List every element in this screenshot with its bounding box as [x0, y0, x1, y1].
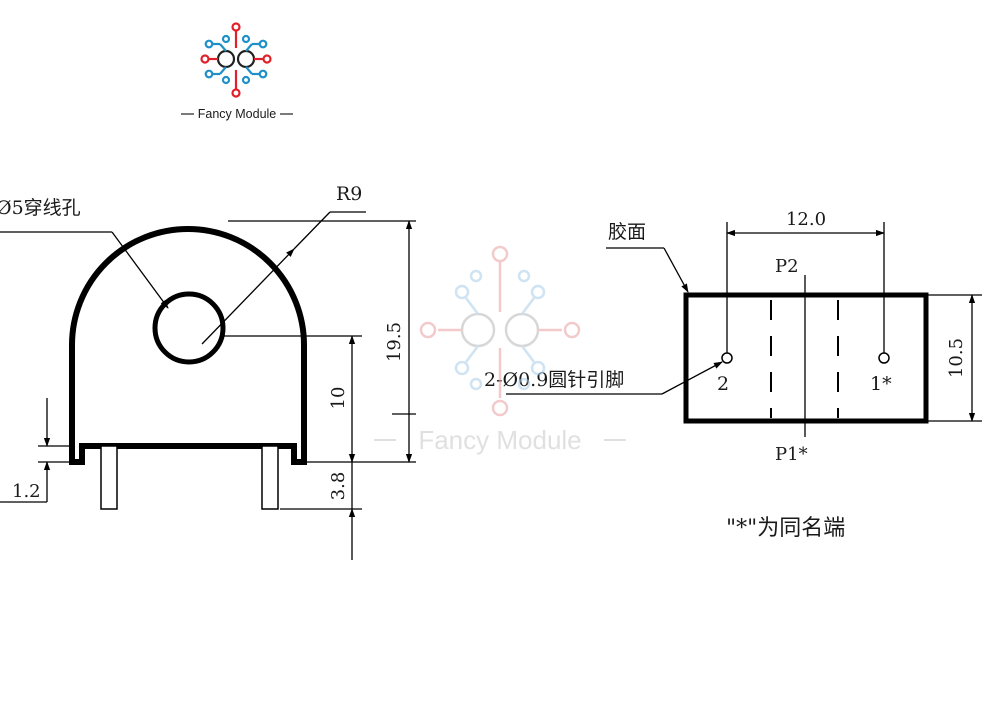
pins-leader	[661, 361, 723, 395]
radius-label: R9	[336, 183, 362, 205]
watermark-text: Fancy Module	[418, 425, 581, 455]
face-label: 胶面	[608, 221, 646, 243]
brand-logo-text: Fancy Module	[198, 107, 277, 121]
dim-10-5: 10.5	[946, 338, 967, 378]
dim-10: 10	[328, 387, 349, 410]
pins-label: 2-Ø0.9圆针引脚	[484, 369, 624, 391]
brand-logo: Fancy Module	[181, 22, 293, 121]
dim-19-5: 19.5	[384, 322, 405, 362]
top-body-outline	[683, 292, 929, 424]
side-pin-left	[100, 445, 118, 510]
side-body-outline	[69, 226, 307, 465]
circuit-logo-icon	[200, 22, 272, 98]
dim-3-8: 3.8	[328, 472, 349, 501]
side-view: Ø5穿线孔 R9 19.5 10 3.8 1.2	[0, 183, 416, 560]
pin-2-label: 2	[717, 373, 729, 395]
hole-diameter-label: Ø5穿线孔	[0, 197, 81, 219]
pin-1-marker	[878, 352, 890, 364]
top-view: P2 P1* 2 1* 12.0 10.5 胶面 2-Ø0.9圆针引脚 "*"为…	[484, 209, 982, 541]
pin-2-marker	[721, 352, 733, 364]
p2-label: P2	[775, 256, 799, 277]
p1-label: P1*	[775, 444, 808, 465]
face-leader	[663, 247, 689, 293]
watermark-logo-icon	[419, 245, 581, 417]
radius-leader	[201, 248, 295, 345]
dot-terminal-note: "*"为同名端	[726, 516, 845, 541]
pin-1-label: 1*	[870, 373, 892, 395]
watermark: Fancy Module	[374, 245, 626, 455]
through-hole	[152, 291, 226, 365]
side-pin-right	[261, 445, 279, 510]
dim-1-2: 1.2	[12, 481, 41, 502]
dim-12-0: 12.0	[786, 209, 826, 230]
